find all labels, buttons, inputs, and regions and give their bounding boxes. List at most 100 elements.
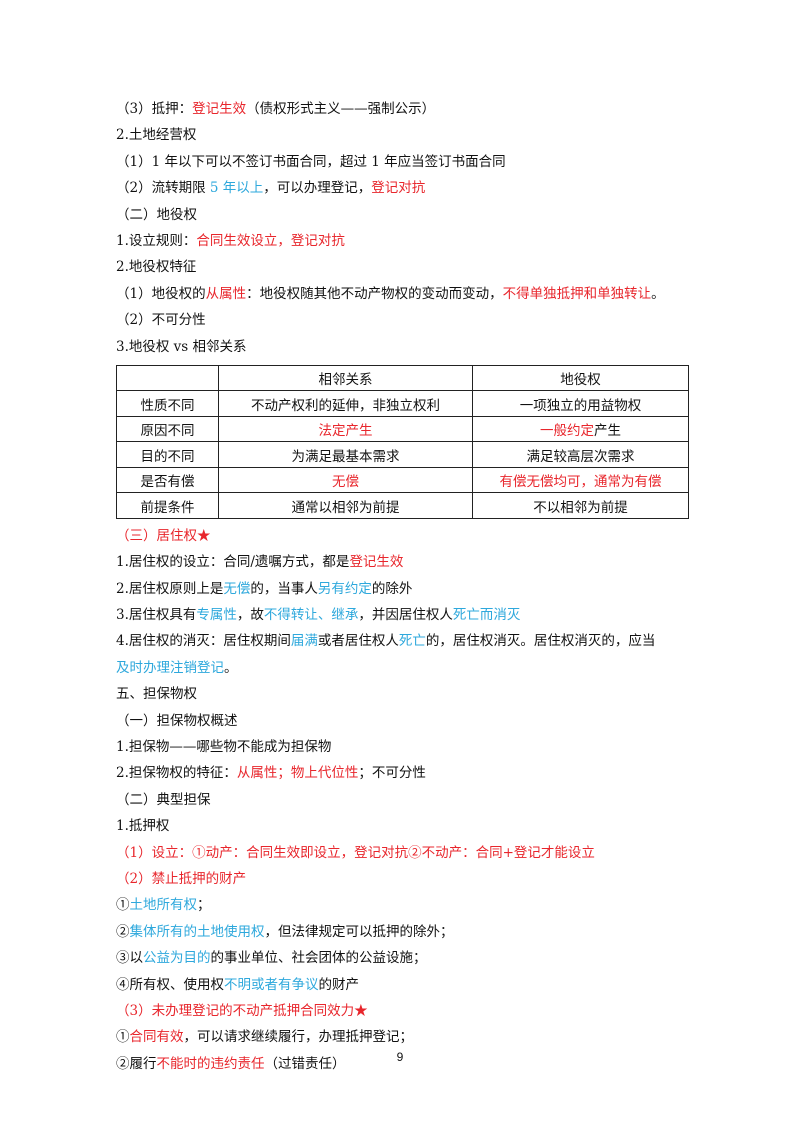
text-run: （债权形式主义——强制公示） bbox=[246, 101, 436, 117]
text-run: 的除外 bbox=[371, 580, 413, 597]
text-line: ①合同有效，可以请求继续履行，办理抵押登记； bbox=[116, 1024, 696, 1050]
text-run: 从属性 bbox=[205, 285, 247, 302]
text-run: 是否有偿 bbox=[140, 474, 195, 491]
text-run: （1）1 年以下可以不签订书面合同，超过 1 年应当签订书面合同 bbox=[116, 153, 506, 170]
text-run: 性质不同 bbox=[140, 397, 195, 414]
text-run: 目的不同 bbox=[140, 448, 195, 465]
text-run: （1）地役权的 bbox=[116, 285, 206, 302]
text-run: ④所有权、使用权 bbox=[116, 976, 224, 993]
text-line: （二）地役权 bbox=[116, 202, 696, 228]
text-run: 通常以相邻为前提 bbox=[291, 499, 400, 516]
text-run: 1.居住权的设立：合同/遗嘱方式，都是 bbox=[116, 554, 350, 571]
table-header-cell: 相邻关系 bbox=[218, 364, 473, 392]
table-header-cell: 地役权 bbox=[472, 364, 689, 392]
text-line: 1.设立规则：合同生效设立，登记对抗 bbox=[116, 228, 696, 254]
text-line: ④所有权、使用权不明或者有争议的财产 bbox=[116, 972, 696, 998]
comparison-table: 相邻关系 地役权 性质不同不动产权利的延伸，非独立权利一项独立的用益物权原因不同… bbox=[116, 364, 689, 519]
text-run: 3.地役权 vs 相邻关系 bbox=[116, 338, 247, 355]
text-line: ②履行不能时的违约责任（过错责任） bbox=[116, 1051, 696, 1077]
text-run: （2）流转期限 bbox=[116, 180, 210, 197]
text-run: 1.设立规则： bbox=[116, 232, 197, 249]
text-line: 2.土地经营权 bbox=[116, 122, 696, 148]
content-body: （3）抵押：登记生效（债权形式主义——强制公示） 2.土地经营权 （1）1 年以下可… bbox=[116, 96, 696, 1077]
text-run: ； bbox=[197, 897, 211, 914]
text-run: 土地所有权 bbox=[129, 897, 198, 914]
text-run: 4.居住权的消灭：居住权期间 bbox=[116, 633, 291, 650]
text-run: 合同生效设立，登记对抗 bbox=[196, 232, 345, 249]
text-run: ：地役权随其他不动产物权的变动而变动， bbox=[246, 285, 503, 302]
text-line: （2）禁止抵押的财产 bbox=[116, 866, 696, 892]
text-run: 届满 bbox=[290, 633, 318, 650]
table-cell: 不动产权利的延伸，非独立权利 bbox=[218, 390, 473, 417]
table-cell: 通常以相邻为前提 bbox=[218, 492, 473, 519]
text-line: （1）设立：①动产：合同生效即设立，登记对抗②不动产：合同+登记才能设立 bbox=[116, 840, 696, 866]
text-line: 3.居住权具有专属性，故不得转让、继承，并因居住权人死亡而消灭 bbox=[116, 602, 696, 628]
text-run: 2.土地经营权 bbox=[116, 127, 197, 144]
text-run: ②履行 bbox=[116, 1055, 157, 1072]
table-header-row: 相邻关系 地役权 bbox=[116, 364, 689, 392]
text-run: 3.居住权具有 bbox=[116, 607, 197, 624]
table-row: 性质不同不动产权利的延伸，非独立权利一项独立的用益物权 bbox=[116, 390, 689, 417]
page-number: 9 bbox=[396, 1050, 404, 1064]
text-run: 1.抵押权 bbox=[116, 818, 170, 835]
text-run: 有偿无偿均可，通常为有偿 bbox=[499, 474, 662, 491]
table-header-cell bbox=[116, 364, 219, 392]
table-cell: 性质不同 bbox=[116, 390, 219, 417]
text-line: （二）典型担保 bbox=[116, 787, 696, 813]
text-run: 法定产生 bbox=[318, 423, 373, 440]
table-cell: 原因不同 bbox=[116, 415, 219, 443]
text-run: 一般约定 bbox=[540, 423, 594, 440]
text-run: ③以 bbox=[116, 950, 143, 967]
text-line: （三）居住权★ bbox=[116, 523, 696, 549]
text-run: 另有约定 bbox=[317, 580, 372, 597]
text-run: 2.居住权原则上是 bbox=[116, 580, 224, 597]
table-row: 目的不同 为满足最基本需求 满足较高层次需求 bbox=[116, 441, 689, 468]
table-row: 原因不同 法定产生 一般约定产生 bbox=[116, 415, 689, 443]
text-run: 不能时的违约责任 bbox=[156, 1055, 265, 1072]
text-line: ②集体所有的土地使用权，但法律规定可以抵押的除外； bbox=[116, 919, 696, 945]
text-run: 无偿 bbox=[332, 474, 359, 491]
text-line: 2.担保物权的特征：从属性；物上代位性；不可分性 bbox=[116, 760, 696, 786]
text-run: 登记对抗 bbox=[371, 180, 426, 197]
table-row: 前提条件通常以相邻为前提不以相邻为前提 bbox=[116, 492, 689, 519]
text-line: （1）1 年以下可以不签订书面合同，超过 1 年应当签订书面合同 bbox=[116, 149, 696, 175]
text-line: （3）抵押：登记生效（债权形式主义——强制公示） bbox=[116, 96, 696, 122]
text-line: ①土地所有权； bbox=[116, 892, 696, 918]
text-run: 2.地役权特征 bbox=[116, 259, 197, 276]
table-row: 是否有偿 无偿 有偿无偿均可，通常为有偿 bbox=[116, 466, 689, 494]
text-run: 为满足最基本需求 bbox=[291, 448, 400, 465]
text-line: 2.居住权原则上是无偿的，当事人另有约定的除外 bbox=[116, 576, 696, 602]
text-run: 。 bbox=[651, 285, 665, 302]
text-run: 的，当事人 bbox=[250, 580, 318, 597]
text-run: 。 bbox=[224, 659, 238, 676]
text-run: 专属性 bbox=[196, 607, 237, 624]
text-run: 前提条件 bbox=[140, 499, 195, 516]
text-run: 五、担保物权 bbox=[116, 686, 197, 703]
text-line: 五、担保物权 bbox=[116, 681, 696, 707]
table-cell: 前提条件 bbox=[116, 492, 219, 519]
text-run: 满足较高层次需求 bbox=[526, 448, 635, 465]
text-run: ；不可分性 bbox=[358, 765, 426, 782]
text-run: 不动产权利的延伸，非独立权利 bbox=[251, 397, 440, 414]
text-line: ③以公益为目的的事业单位、社会团体的公益设施； bbox=[116, 945, 696, 971]
table-cell: 无偿 bbox=[218, 466, 473, 494]
text-run: 不得转让、继承 bbox=[263, 607, 359, 624]
text-run: ② bbox=[116, 923, 130, 940]
text-run: ，可以请求继续履行，办理抵押登记； bbox=[183, 1029, 414, 1046]
table-cell: 一般约定产生 bbox=[472, 415, 689, 443]
text-line: 1.担保物——哪些物不能成为担保物 bbox=[116, 734, 696, 760]
text-run: 登记生效 bbox=[192, 101, 247, 117]
text-run: 或者居住权人 bbox=[317, 633, 399, 650]
text-run: ① bbox=[116, 1029, 130, 1046]
text-run: （2）不可分性 bbox=[116, 312, 206, 329]
text-run: ，可以办理登记， bbox=[263, 180, 372, 197]
text-line: （2）不可分性 bbox=[116, 307, 696, 333]
text-line: 2.地役权特征 bbox=[116, 254, 696, 280]
text-run: ，但法律规定可以抵押的除外； bbox=[264, 923, 454, 940]
text-run: 不明或者有争议 bbox=[224, 976, 319, 993]
text-run: 集体所有的土地使用权 bbox=[129, 923, 265, 940]
text-run: （二）典型担保 bbox=[116, 791, 211, 808]
text-run: 5 年以上 bbox=[209, 180, 264, 197]
text-run: 1.担保物——哪些物不能成为担保物 bbox=[116, 739, 332, 756]
text-run: ① bbox=[116, 897, 130, 914]
